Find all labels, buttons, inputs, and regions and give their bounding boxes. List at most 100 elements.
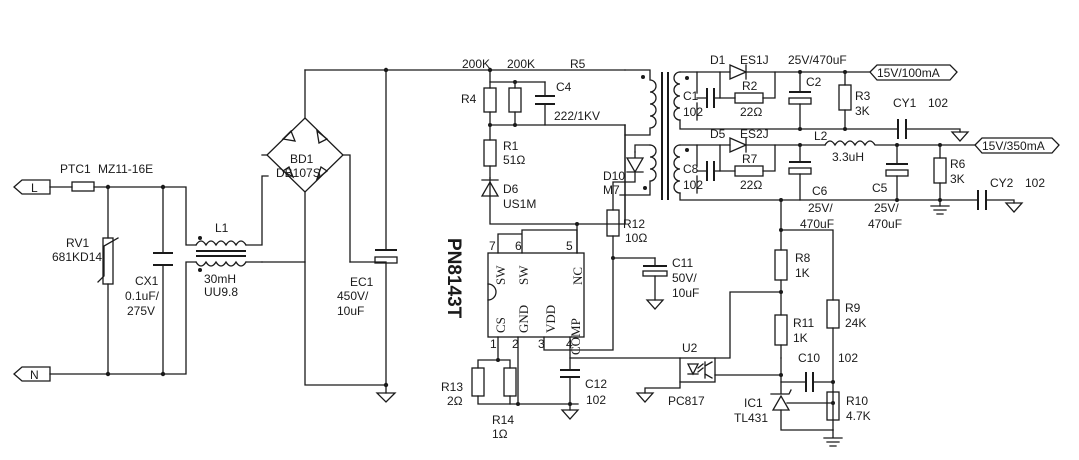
- pin6-number: 6: [515, 239, 522, 253]
- c5-ref: C5: [872, 181, 888, 195]
- u2-optocoupler: U2 PC817: [635, 341, 782, 408]
- ptc1-thermistor: PTC1 MZ11-16E: [60, 162, 153, 192]
- r10-ref: R10: [846, 394, 868, 408]
- r4-resistor: R4 200K: [461, 57, 497, 126]
- r13-ref: R13: [441, 380, 463, 394]
- pn8143t-controller: 7 6 5 SW SW NC CS GND VDD COMP 1 2 3 4 P…: [443, 222, 614, 405]
- terminal-neutral: N: [13, 366, 51, 382]
- pin4-name: COMP: [568, 318, 583, 355]
- d5-value: ES2J: [740, 127, 769, 141]
- c4-capacitor: C4 222/1KV: [535, 80, 600, 126]
- d1-diode: D1 ES1J: [710, 53, 801, 80]
- cy2-ref: CY2: [990, 176, 1014, 190]
- r12-ref: R12: [623, 217, 645, 231]
- r9-value: 24K: [845, 316, 866, 330]
- d10-ref: D10: [603, 169, 625, 183]
- c8-value: 102: [683, 178, 703, 192]
- c12-capacitor: C12 102: [560, 369, 607, 420]
- pin2-name: GND: [516, 305, 531, 333]
- c2-value: 25V/470uF: [788, 53, 847, 67]
- pin3-name: VDD: [543, 305, 558, 333]
- terminal-line: L: [13, 179, 51, 195]
- c11-capacitor: C11 50V/ 10uF: [642, 256, 699, 310]
- bd1-bridge-rectifier: BD1 DB107S: [261, 69, 351, 263]
- bd1-value: DB107S: [276, 166, 321, 180]
- cx1-value1: 0.1uF/: [125, 289, 160, 303]
- pin3-number: 3: [538, 337, 545, 351]
- u2-ref: U2: [682, 341, 698, 355]
- c1-value: 102: [683, 105, 703, 119]
- bd1-ref: BD1: [290, 152, 314, 166]
- l1-common-mode-choke: L1 30mH UU9.8: [195, 221, 247, 299]
- c4-ref: C4: [556, 80, 572, 94]
- output-15v-100ma-flag: 15V/100mA: [869, 64, 958, 81]
- terminal-line-label: L: [31, 181, 38, 195]
- r1-ref: R1: [503, 139, 519, 153]
- cx1-capacitor: CX1 0.1uF/ 275V: [125, 184, 173, 377]
- c10-ref: C10: [798, 351, 820, 365]
- r6-ref: R6: [950, 157, 966, 171]
- l1-ref: L1: [215, 221, 229, 235]
- d1-ref: D1: [710, 53, 726, 67]
- r11-resistor: R11 1K: [774, 314, 814, 346]
- output-15v-100ma-label: 15V/100mA: [877, 66, 940, 80]
- r10-resistor: R10 4.7K: [823, 391, 871, 447]
- ptc1-value: MZ11-16E: [98, 162, 153, 176]
- l2-ref: L2: [814, 129, 828, 143]
- pin7-number: 7: [489, 239, 496, 253]
- r10-value: 4.7K: [846, 409, 871, 423]
- cy1-ref: CY1: [893, 96, 917, 110]
- r1-resistor: R1 51Ω: [483, 124, 525, 179]
- pin5-name: NC: [570, 267, 585, 285]
- l1-value1: 30mH: [204, 272, 236, 286]
- r11-ref: R11: [793, 316, 814, 330]
- ic1-ref: IC1: [744, 396, 763, 410]
- ec1-value1: 450V/: [337, 289, 369, 303]
- pin4-number: 4: [566, 337, 573, 351]
- r4-ref: R4: [461, 92, 477, 106]
- pin2-number: 2: [512, 337, 519, 351]
- r11-value: 1K: [793, 331, 808, 345]
- d6-ref: D6: [503, 182, 519, 196]
- pin1-number: 1: [490, 337, 497, 351]
- c6-value1: 25V/: [808, 201, 833, 215]
- pin5-number: 5: [566, 239, 573, 253]
- output-15v-350ma-label: 15V/350mA: [982, 139, 1045, 153]
- c11-ref: C11: [672, 256, 693, 270]
- d6-diode: D6 US1M: [480, 177, 578, 225]
- r7-value: 22Ω: [740, 178, 762, 192]
- r14-resistor: R14 1Ω: [492, 367, 517, 441]
- r4-value: 200K: [462, 57, 490, 71]
- u2-value: PC817: [668, 394, 705, 408]
- c10-capacitor: C10 102: [780, 351, 858, 392]
- r3-value: 3K: [855, 104, 870, 118]
- ec1-value2: 10uF: [337, 304, 364, 318]
- d5-ref: D5: [710, 127, 726, 141]
- rv1-ref: RV1: [66, 236, 89, 250]
- rv1-value: 681KD14: [52, 250, 102, 264]
- r6-value: 3K: [950, 172, 965, 186]
- c5-capacitor: C5 25V/ 470uF: [868, 143, 909, 231]
- r12-resistor: R12 10Ω: [606, 209, 656, 259]
- r3-ref: R3: [855, 89, 871, 103]
- l2-inductor: L2 3.3uH: [814, 129, 941, 164]
- cy2-capacitor: CY2 102: [939, 176, 1045, 213]
- c2-capacitor: C2 25V/470uF: [788, 53, 847, 131]
- d6-value: US1M: [503, 197, 536, 211]
- c6-value2: 470uF: [800, 217, 834, 231]
- r2-ref: R2: [742, 79, 758, 93]
- r1-value: 51Ω: [503, 153, 525, 167]
- ic1-tl431: IC1 TL431: [734, 374, 834, 431]
- cx1-value2: 275V: [127, 304, 155, 318]
- r7-ref: R7: [742, 152, 758, 166]
- r13-value: 2Ω: [447, 394, 463, 408]
- r14-ref: R14: [492, 413, 514, 427]
- c6-ref: C6: [812, 184, 828, 198]
- ic1-value: TL431: [734, 411, 768, 425]
- c4-value: 222/1KV: [554, 109, 600, 123]
- c8-ref: C8: [683, 162, 699, 176]
- r2-resistor: R2 22Ω: [719, 71, 776, 119]
- r14-value: 1Ω: [492, 427, 508, 441]
- r3-resistor: R3 3K: [838, 70, 871, 130]
- r5-ref: R5: [570, 57, 586, 71]
